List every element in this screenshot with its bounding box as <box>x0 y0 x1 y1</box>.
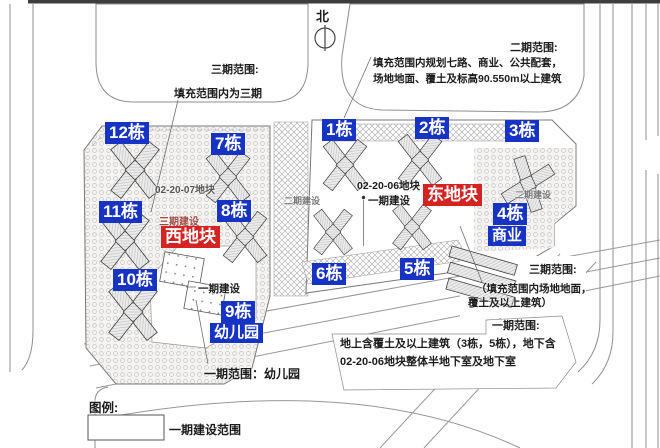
legend-title: 图例: <box>89 401 119 415</box>
building-4-commercial-footprint <box>445 245 518 309</box>
building-label-4-commercial: 商业 <box>488 226 527 246</box>
legend-item-phase1: 一期建设范围 <box>169 423 242 437</box>
annotation-phase2-top-title: 二期范围: <box>510 42 558 54</box>
building-label-1: 1栋 <box>322 119 357 141</box>
note-mid-strip-phase2: 二期建设 <box>284 196 321 206</box>
north-compass-icon <box>314 25 336 51</box>
annotation-patch-phase3 <box>460 256 586 318</box>
annotation-phase3-top-title: 三期范围: <box>211 64 259 76</box>
annotation-phase3-right-line2: 覆土及以上建筑） <box>468 297 552 309</box>
annotation-phase3-top-body: 填充范围内为三期 <box>174 88 262 100</box>
leader-dot <box>361 195 366 200</box>
building-label-3: 3栋 <box>505 120 540 142</box>
building-label-2: 2栋 <box>415 117 450 139</box>
annotation-phase1-right-title: 一期范围: <box>492 320 540 332</box>
mid-road-strip <box>273 121 309 297</box>
annotation-phase3-right-line1: （填充范围内场地地面， <box>476 283 592 295</box>
north-label: 北 <box>316 9 330 24</box>
building-label-12: 12栋 <box>105 122 149 144</box>
drawing-top-border <box>28 0 660 4</box>
note-east-phase2: 二期建设 <box>515 190 552 200</box>
leader-lines <box>150 56 483 365</box>
phase-note-east: 一期建设 <box>368 195 410 207</box>
building-label-10: 10栋 <box>113 269 157 291</box>
building-label-11: 11栋 <box>99 201 142 223</box>
north-blocks <box>95 3 585 113</box>
building-label-8: 8栋 <box>217 200 252 222</box>
phase-note-west: 三期建设 <box>159 217 199 228</box>
parcel-zone-label-west: 西地块 <box>161 226 220 248</box>
left-road <box>9 4 109 448</box>
building-label-9-kindergarten: 幼儿园 <box>210 323 264 343</box>
annotation-callout-phase1 <box>331 315 577 391</box>
building-label-6: 6栋 <box>312 263 347 285</box>
building-label-7: 7栋 <box>211 133 246 155</box>
annotation-phase3-right-title: 三期范围: <box>529 264 577 276</box>
parcel-id-east: 02-20-06地块 <box>357 180 421 192</box>
annotation-phase1-right-line1: 地上含覆土及以上建筑（3栋，5栋），地下含 <box>340 338 556 350</box>
note-west-phase1: 一期建设 <box>198 283 240 295</box>
annotation-phase2-top-line1: 填充范围内规划七路、商业、公共配套， <box>373 57 562 69</box>
annotation-phase2-top-line2: 场地地面、覆土及标高90.550m以上建筑 <box>373 73 562 85</box>
parcel-id-west: 02-20-07地块 <box>155 185 216 196</box>
building-label-4: 4栋 <box>493 203 528 225</box>
parcel-zone-label-east: 东地块 <box>423 184 482 206</box>
building-9-kindergarten-footprint <box>159 251 227 316</box>
legend-phase1-swatch <box>87 414 165 441</box>
building-label-5: 5栋 <box>400 258 435 280</box>
annotation-phase1-right-line2: 02-20-06地块整体半地下室及地下室 <box>340 356 517 368</box>
annotation-kindergarten-scope: 一期范围：幼儿园 <box>204 367 301 381</box>
building-label-9: 9栋 <box>221 301 256 323</box>
right-road <box>577 4 659 448</box>
